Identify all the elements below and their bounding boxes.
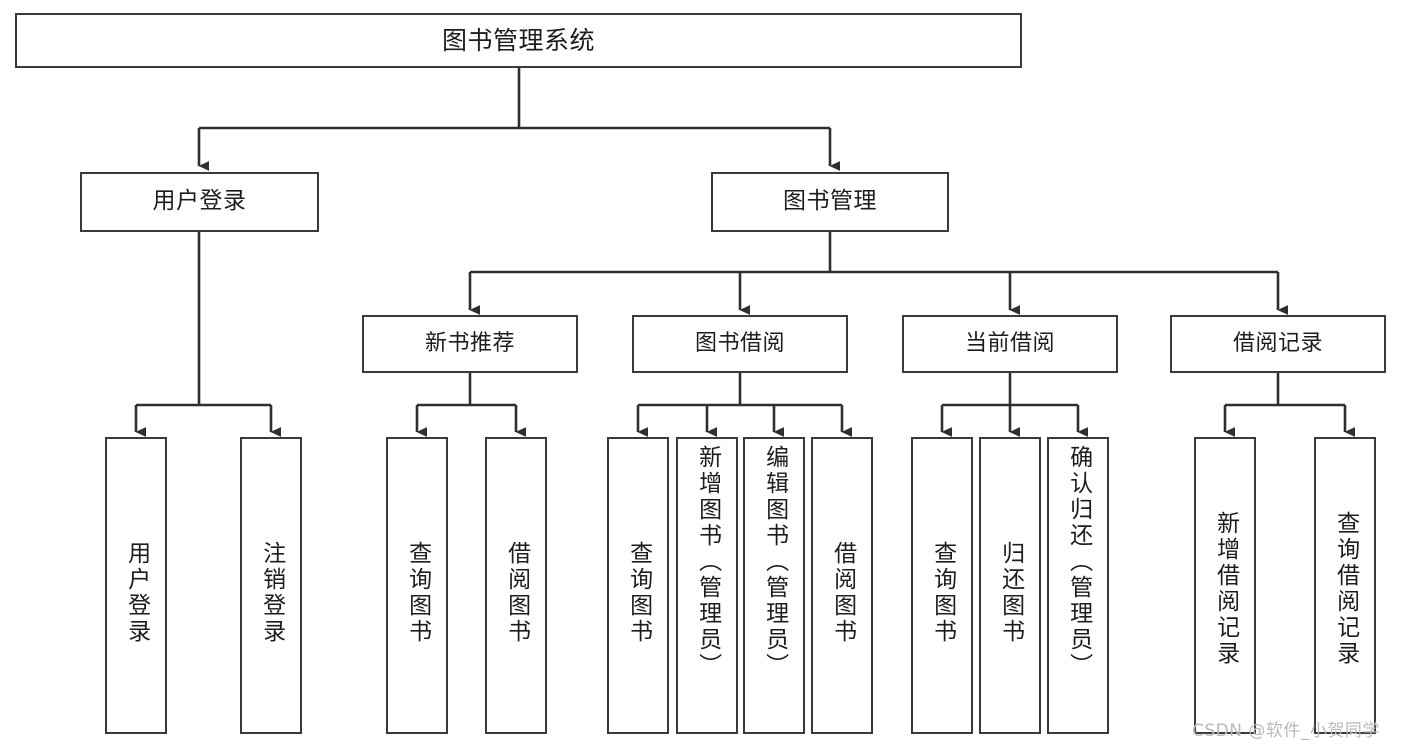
- leaf-record-add-record[interactable]: 新增借阅记录: [1194, 437, 1256, 734]
- leaf-user-login-logout[interactable]: 注销登录: [240, 437, 302, 734]
- leaf-borrow-borrow-book[interactable]: 借阅图书: [811, 437, 873, 734]
- node-label: 新书推荐: [424, 331, 515, 357]
- node-label: 借阅记录: [1232, 331, 1323, 357]
- node-label: 用户登录: [152, 188, 247, 215]
- node-label: 编辑图书（管理员）: [761, 445, 788, 679]
- node-label: 注销登录: [258, 541, 285, 645]
- node-book-management[interactable]: 图书管理: [711, 172, 949, 232]
- leaf-record-query-record[interactable]: 查询借阅记录: [1314, 437, 1376, 734]
- leaf-current-query-book[interactable]: 查询图书: [911, 437, 973, 734]
- node-label: 查询图书: [404, 541, 431, 645]
- leaf-new-book-query[interactable]: 查询图书: [386, 437, 448, 734]
- node-label: 查询借阅记录: [1332, 511, 1359, 667]
- node-book-borrowing[interactable]: 图书借阅: [632, 315, 848, 373]
- node-label: 借阅图书: [503, 541, 530, 645]
- node-new-book-recommendation[interactable]: 新书推荐: [362, 315, 578, 373]
- node-label: 新增借阅记录: [1212, 511, 1239, 667]
- node-label: 图书借阅: [694, 331, 785, 357]
- leaf-borrow-add-book[interactable]: 新增图书（管理员）: [676, 437, 738, 734]
- leaf-current-confirm-return[interactable]: 确认归还（管理员）: [1047, 437, 1109, 734]
- leaf-new-book-borrow[interactable]: 借阅图书: [485, 437, 547, 734]
- node-label: 确认归还（管理员）: [1065, 445, 1092, 679]
- leaf-borrow-edit-book[interactable]: 编辑图书（管理员）: [743, 437, 805, 734]
- node-label: 查询图书: [625, 541, 652, 645]
- node-label: 图书管理系统: [441, 25, 595, 55]
- leaf-current-return-book[interactable]: 归还图书: [979, 437, 1041, 734]
- node-label: 用户登录: [123, 541, 150, 645]
- node-current-borrowing[interactable]: 当前借阅: [902, 315, 1118, 373]
- node-label: 新增图书（管理员）: [694, 445, 721, 679]
- node-label: 图书管理: [783, 188, 877, 215]
- node-root-system[interactable]: 图书管理系统: [15, 13, 1022, 68]
- leaf-user-login-login[interactable]: 用户登录: [105, 437, 167, 734]
- node-label: 当前借阅: [964, 331, 1055, 357]
- node-user-login[interactable]: 用户登录: [80, 172, 319, 232]
- node-label: 查询图书: [929, 541, 956, 645]
- leaf-borrow-query-book[interactable]: 查询图书: [607, 437, 669, 734]
- node-borrowing-records[interactable]: 借阅记录: [1170, 315, 1386, 373]
- node-label: 借阅图书: [829, 541, 856, 645]
- node-label: 归还图书: [997, 541, 1024, 645]
